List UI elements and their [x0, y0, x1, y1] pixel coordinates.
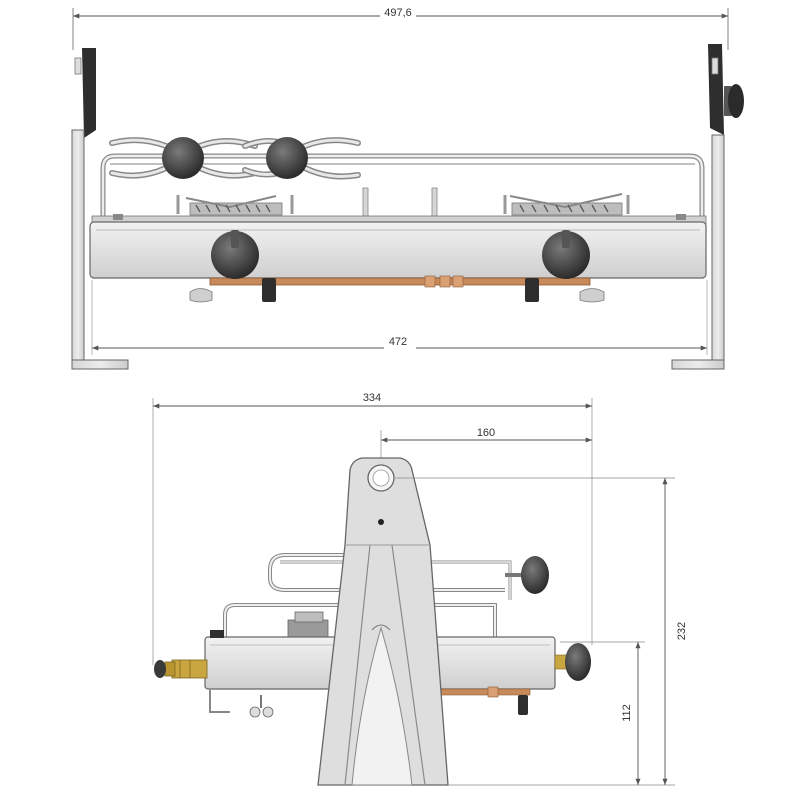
pot-rail: [100, 153, 705, 220]
rail-clamp-knob-left-icon: [109, 137, 258, 179]
side-undercarriage: [209, 686, 531, 718]
overall-width-label: 497,6: [384, 7, 412, 19]
rail-clamp-knob-right-icon: [242, 137, 361, 180]
overall-height-label: 232: [676, 622, 688, 640]
overall-depth-label: 334: [363, 392, 381, 404]
front-view: 497,6: [71, 6, 744, 370]
overall-height-dimension: 232: [395, 477, 688, 786]
rail-clamp-knob-side-icon: [521, 556, 549, 594]
left-burner-icon: [176, 195, 294, 216]
control-knob-left-icon: [211, 230, 259, 279]
overall-depth-dimension: 334: [152, 392, 593, 665]
control-knob-right-icon: [542, 230, 590, 279]
rail-clamp-knobs: [109, 137, 361, 180]
burners: [176, 187, 630, 217]
stove-body-front: [89, 214, 707, 279]
side-burner-icon: [287, 611, 329, 639]
pivot-height-label: 112: [621, 704, 633, 722]
right-burner-icon: [503, 193, 630, 216]
gas-pipe-front: [189, 275, 605, 303]
right-mounting-bracket: [671, 44, 744, 370]
inner-width-label: 472: [389, 336, 407, 348]
pivot-offset-label: 160: [477, 427, 495, 439]
left-mounting-bracket: [71, 48, 129, 370]
side-view: 334 160: [152, 392, 688, 786]
control-knob-side-icon: [554, 643, 591, 681]
inner-width-dimension: 472: [91, 280, 708, 355]
side-mounting-bracket: [317, 457, 449, 786]
pivot-height-dimension: 112: [560, 641, 645, 785]
gas-inlet-fitting-icon: [154, 659, 208, 679]
pivot-offset-dimension: 160: [380, 427, 592, 470]
right-tension-knob-icon: [728, 84, 744, 118]
overall-width-dimension: 497,6: [72, 6, 729, 50]
